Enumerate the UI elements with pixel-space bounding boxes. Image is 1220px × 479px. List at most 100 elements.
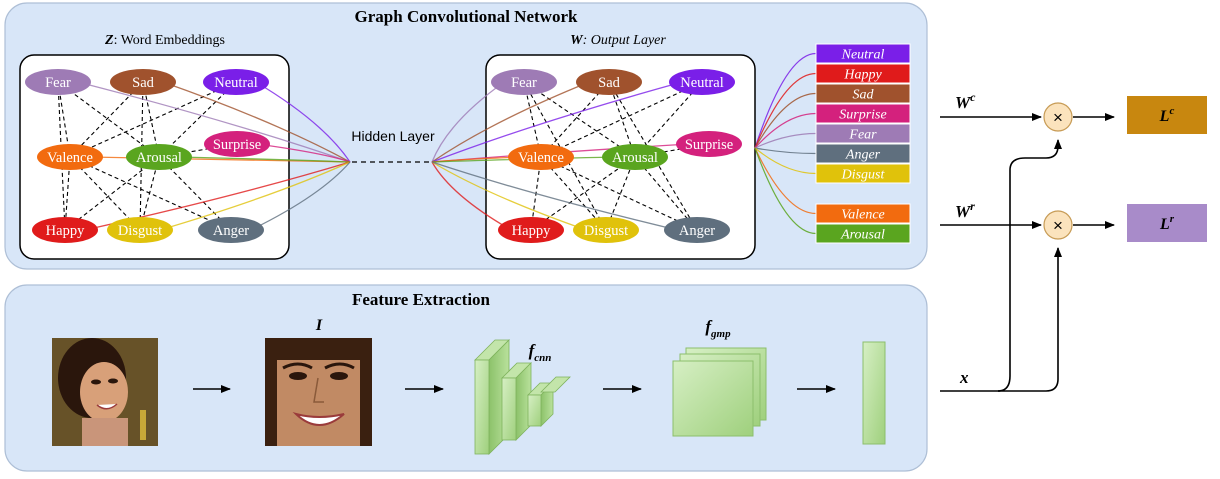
output-bar-label: Valence <box>841 208 885 223</box>
wr-base: W <box>955 202 972 221</box>
graph-edge <box>69 81 144 158</box>
output-layer-heading: W: Output Layer <box>570 33 666 48</box>
node-happy: Happy <box>498 217 564 243</box>
feature-panel: Feature Extraction I fcnn fgmp <box>4 284 928 472</box>
node-label-anger: Anger <box>679 223 715 239</box>
node-sad: Sad <box>576 69 642 95</box>
multiply-symbol-c: × <box>1053 108 1063 127</box>
output-bar-label: Anger <box>845 148 881 163</box>
bar-fan-line <box>754 147 817 155</box>
node-label-anger: Anger <box>213 223 249 239</box>
bar-fan-line <box>754 147 817 235</box>
fan-line-neutral <box>431 81 683 163</box>
graph-edge <box>634 81 703 158</box>
fan-line-anger <box>250 161 351 231</box>
node-disgust: Disgust <box>573 217 639 243</box>
z-caption: : Word Embeddings <box>114 33 225 48</box>
fan-line-disgust <box>159 161 351 231</box>
graph-edge <box>523 81 636 158</box>
graph-edge <box>540 156 698 231</box>
graph-edge <box>69 156 232 231</box>
fan-line-sad <box>431 81 590 163</box>
feature-vector <box>862 341 886 445</box>
wc-sup: c <box>970 90 976 104</box>
bar-fan-line <box>754 147 817 215</box>
fan-line-fear <box>77 81 351 163</box>
graph-edge <box>540 81 610 158</box>
fcnn-sub: cnn <box>534 352 551 364</box>
lr-box <box>1127 204 1207 242</box>
node-arousal: Arousal <box>126 144 192 170</box>
graph-edge <box>64 156 71 231</box>
lc-sup: c <box>1169 105 1174 117</box>
node-surprise: Surprise <box>676 131 742 157</box>
lc-base: L <box>1159 108 1170 125</box>
output-bar-label: Fear <box>848 128 877 143</box>
node-neutral: Neutral <box>203 69 269 95</box>
bar-fan-line <box>754 112 817 149</box>
fan-line-fear <box>431 81 505 163</box>
graph-edge <box>158 81 237 158</box>
output-bar-label: Neutral <box>841 48 885 63</box>
multiply-node-r <box>1043 210 1073 240</box>
output-bar-arousal: Arousal <box>815 223 911 244</box>
node-label-happy: Happy <box>512 223 551 239</box>
node-anger: Anger <box>198 217 264 243</box>
node-anger: Anger <box>664 217 730 243</box>
output-bar-valence: Valence <box>815 203 911 224</box>
fcnn-base: f <box>529 341 537 360</box>
fan-line-disgust <box>431 161 587 231</box>
node-fear: Fear <box>491 69 557 95</box>
fgmp-base: f <box>705 317 713 336</box>
feature-title: Feature Extraction <box>352 290 491 309</box>
node-label-surprise: Surprise <box>213 137 261 153</box>
node-sad: Sad <box>110 69 176 95</box>
output-bar-neutral: Neutral <box>815 43 911 64</box>
node-label-valence: Valence <box>47 150 93 166</box>
node-fear: Fear <box>25 69 91 95</box>
bar-fan-line <box>754 52 817 149</box>
node-disgust: Disgust <box>107 217 173 243</box>
output-bar-label: Disgust <box>841 168 886 183</box>
fgmp-sub: gmp <box>710 328 731 340</box>
cnn-blocks <box>474 339 571 455</box>
output-bar-sad: Sad <box>815 83 911 104</box>
node-label-valence: Valence <box>518 150 564 166</box>
output-bar-anger: Anger <box>815 143 911 164</box>
fan-line-arousal <box>178 156 351 163</box>
output-bar-label: Arousal <box>840 228 885 243</box>
graph-edge <box>158 156 232 231</box>
fcnn-label: fcnn <box>529 341 552 364</box>
lr-sup: r <box>1170 213 1175 225</box>
gcn-title: Graph Convolutional Network <box>355 7 578 26</box>
lr-label: Lr <box>1159 213 1175 233</box>
bar-fan-line <box>754 147 817 175</box>
node-label-neutral: Neutral <box>680 75 723 91</box>
lr-base: L <box>1159 216 1170 233</box>
graph-edge <box>634 143 710 158</box>
graph-edge <box>530 156 636 231</box>
wr-sup: r <box>970 199 975 213</box>
right-fan-lines <box>431 81 690 231</box>
graph-edge <box>139 156 160 231</box>
fan-line-neutral <box>255 81 351 163</box>
fan-line-anger <box>431 161 678 231</box>
output-bar-surprise: Surprise <box>815 103 911 124</box>
output-bar-label: Sad <box>853 88 875 103</box>
bar-fan-line <box>754 132 817 149</box>
z-symbol: Z <box>104 33 114 48</box>
output-bar-label: Surprise <box>839 108 886 123</box>
node-happy: Happy <box>32 217 98 243</box>
node-label-neutral: Neutral <box>214 75 257 91</box>
fan-line-sad <box>162 81 351 163</box>
graph-edge <box>69 81 237 158</box>
bar-fan-line <box>754 92 817 149</box>
graph-edge <box>139 81 144 231</box>
node-label-surprise: Surprise <box>685 137 733 153</box>
output-bar-disgust: Disgust <box>815 163 911 184</box>
node-label-sad: Sad <box>132 75 155 91</box>
